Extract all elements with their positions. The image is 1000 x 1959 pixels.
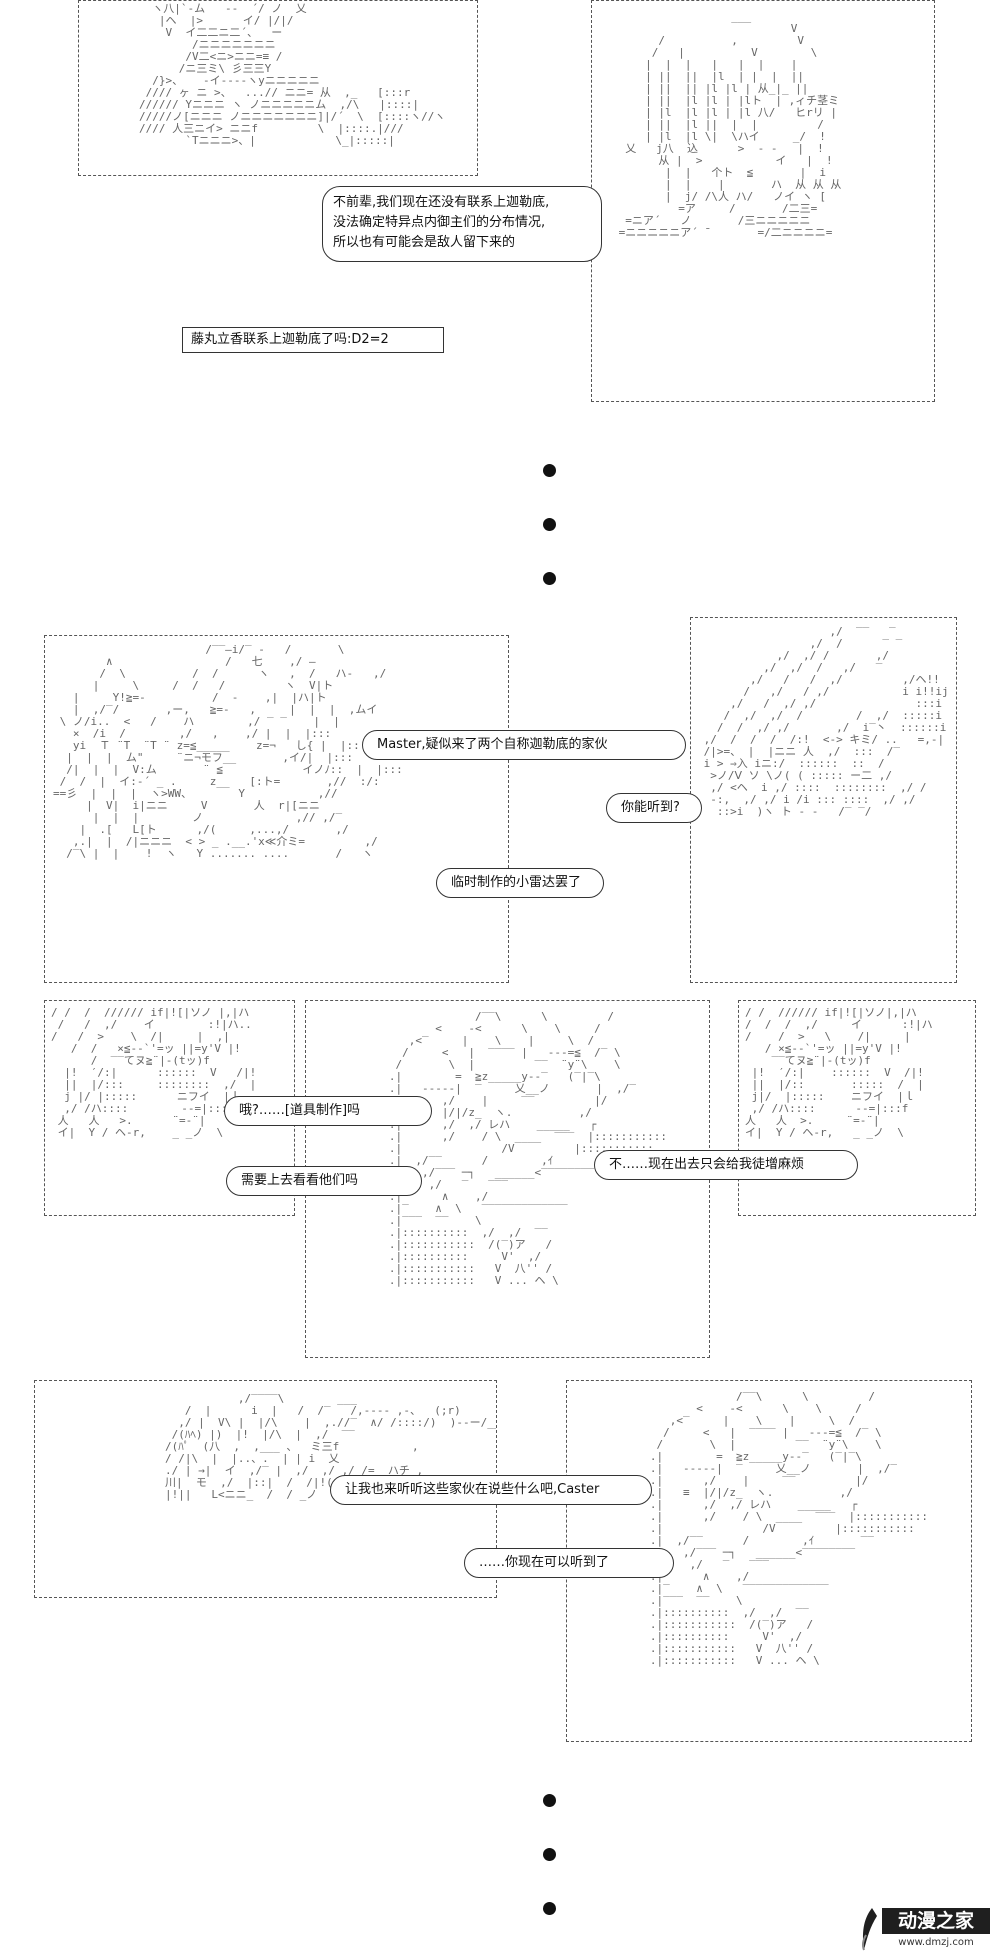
- ascii-art-figure: /‾‾―i/‾ - / \ ∧ / 七 ,/ ― / \ / / ヽ , / ハ…: [53, 643, 403, 860]
- separator-dot: [543, 1848, 556, 1861]
- panel-2-left: /‾‾―i/‾ - / \ ∧ / 七 ,/ ― / \ / / ヽ , / ハ…: [44, 635, 509, 983]
- dialog-bubble: ……你现在可以听到了: [464, 1548, 674, 1578]
- dialog-bubble: 不……现在出去只会给我徒增麻烦: [594, 1150, 858, 1180]
- panel-2-right: ,/ ‾‾ ‾ ,/ / ‾ ‾ ,/ ,/ / ,/ ,/ ,/ / ,/ ‾…: [690, 617, 957, 983]
- panel-1-right: ___ V / , V / | V \ | | | | | | | | || |…: [591, 0, 935, 402]
- dialog-line: 没法确定特异点内御主们的分布情况,: [333, 215, 546, 230]
- dialog-bubble: Master,疑似来了两个自称迦勒底的家伙: [362, 730, 686, 760]
- panel-4-left: ,/‾‾‾‾\ ___ / | i | / /‾ /,---‐ ,-、 (;r)…: [34, 1380, 497, 1598]
- ascii-art-figure: ヽ八|`-ム -- ´/ ノ 乂 |ヘ |> イ/ |/|/ V イ二二ニ二´、…: [139, 2, 446, 147]
- ascii-art-figure: / / ////// if|![|ソノ|,|ハ / / / ,/ イ :!|ハ …: [745, 1006, 933, 1139]
- panel-3-right: / / ////// if|![|ソノ|,|ハ / / / ,/ イ :!|ハ …: [738, 1000, 976, 1216]
- panel-1-left: ヽ八|`-ム -- ´/ ノ 乂 |ヘ |> イ/ |/|/ V イ二二ニ二´、…: [78, 0, 478, 176]
- separator-dot: [543, 1902, 556, 1915]
- dialog-line: 所以也有可能会是敌人留下来的: [333, 235, 516, 250]
- ascii-art-figure: /‾‾\ \ / < ‐< \ \ / ,<‾ | \ | \ / / < | …: [649, 1390, 928, 1667]
- brush-logo-icon: [861, 1908, 877, 1951]
- dialog-bubble: 你能听到?: [606, 793, 702, 823]
- dialog-bubble: 让我也来听听这些家伙在说些什么吧,Caster: [330, 1475, 652, 1505]
- dialog-bubble: 不前辈,我们现在还没有联系上迦勒底, 没法确定特异点内御主们的分布情况, 所以也…: [322, 186, 602, 262]
- ascii-art-figure: ,/ ‾‾ ‾ ,/ / ‾ ‾ ,/ ,/ / ,/ ,/ ,/ / ,/ ‾…: [703, 625, 949, 818]
- watermark-url: www.dmzj.com: [898, 1937, 974, 1948]
- watermark-name: 动漫之家: [882, 1908, 990, 1934]
- separator-dot: [543, 464, 556, 477]
- dialog-bubble: 哦?……[道具制作]吗: [224, 1096, 432, 1126]
- ascii-art-figure: ,/‾‾‾‾\ ___ / | i | / /‾ /,---‐ ,-、 (;r)…: [165, 1392, 497, 1501]
- separator-dot: [543, 518, 556, 531]
- separator-dot: [543, 572, 556, 585]
- status-caption: 藤丸立香联系上迦勒底了吗:D2=2: [182, 327, 444, 353]
- separator-dot: [543, 1794, 556, 1807]
- dialog-bubble: 临时制作的小雷达罢了: [436, 868, 604, 898]
- site-watermark: 动漫之家 www.dmzj.com: [858, 1905, 994, 1955]
- dialog-bubble: 需要上去看看他们吗: [226, 1166, 422, 1196]
- dialog-line: 不前辈,我们现在还没有联系上迦勒底,: [333, 195, 550, 210]
- ascii-art-figure: ___ V / , V / | V \ | | | | | | | | || |…: [618, 10, 842, 239]
- ascii-art-figure: /‾‾\ \ / < ‐< \ \ / ,<‾ | \ | \ / / < | …: [388, 1010, 667, 1287]
- ascii-art-figure: / / / ////// if|![|ソノ |,|ハ / / ,/ イ :!|ハ…: [51, 1006, 257, 1139]
